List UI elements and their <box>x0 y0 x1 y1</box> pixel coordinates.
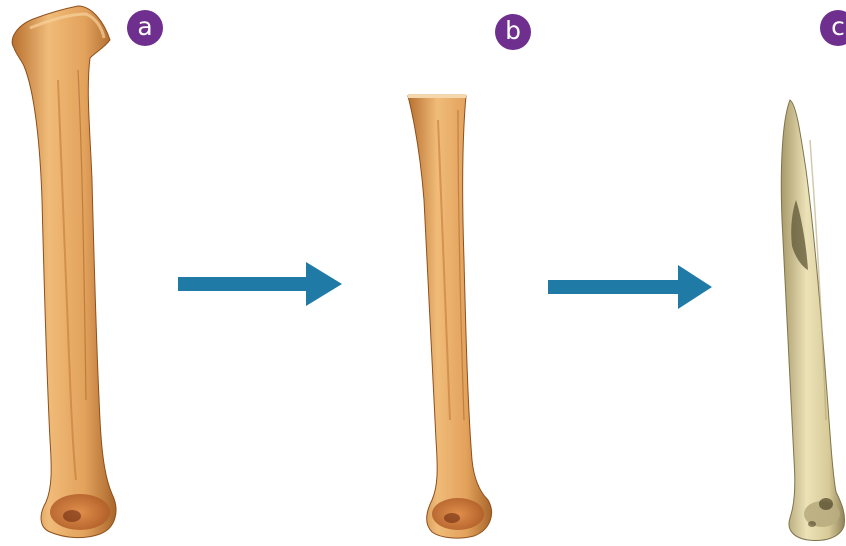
bone-point-tool <box>781 100 844 540</box>
bone-whole <box>12 6 116 538</box>
right-arrow-icon <box>178 262 342 306</box>
label-badge-b: b <box>495 14 531 50</box>
right-arrow-icon <box>548 265 712 309</box>
bone-cut <box>408 94 492 538</box>
label-badge-a: a <box>127 10 163 46</box>
